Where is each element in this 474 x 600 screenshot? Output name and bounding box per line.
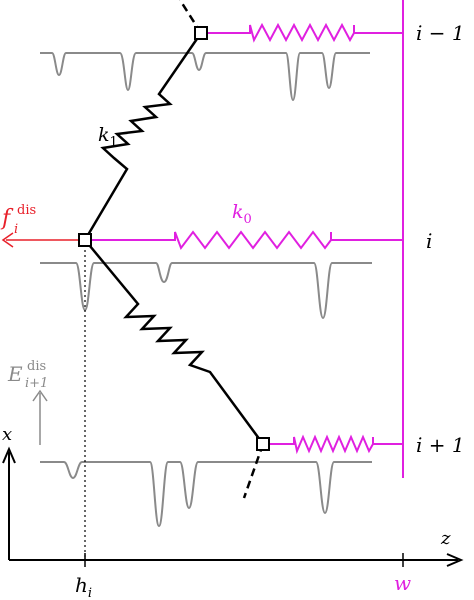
energy-arrowhead [32, 389, 48, 402]
k1-label: k1 [98, 124, 118, 150]
axis-z-label: z [440, 528, 451, 549]
w-label: w [394, 571, 411, 595]
h-i-label: hi [75, 573, 92, 600]
potential-profile-middle [40, 262, 372, 320]
row-label-bottom: i + 1 [416, 433, 465, 457]
force-arrowhead [1, 232, 14, 248]
force-label: f dis i [0, 201, 40, 237]
node-top [194, 26, 208, 40]
k1-spring-upper [83, 32, 203, 241]
k0-spring-bottom [270, 434, 403, 455]
k0-label: k0 [232, 201, 252, 227]
axis-x-label: x [2, 424, 12, 445]
k0-spring-top [207, 22, 403, 43]
axis-x-arrowhead [2, 446, 16, 464]
axis-z-arrowhead [446, 553, 464, 567]
chain-continuation-bottom [242, 443, 265, 499]
potential-profile-top [40, 52, 370, 102]
potential-profile-bottom [40, 461, 372, 528]
k1-spring-lower [84, 239, 265, 445]
node-bottom [256, 437, 270, 451]
node-middle [78, 233, 92, 247]
row-label-top: i − 1 [416, 21, 465, 45]
energy-label: E dis i+1 [7, 357, 50, 391]
row-label-middle: i [426, 229, 432, 253]
k0-spring-middle [92, 230, 403, 251]
